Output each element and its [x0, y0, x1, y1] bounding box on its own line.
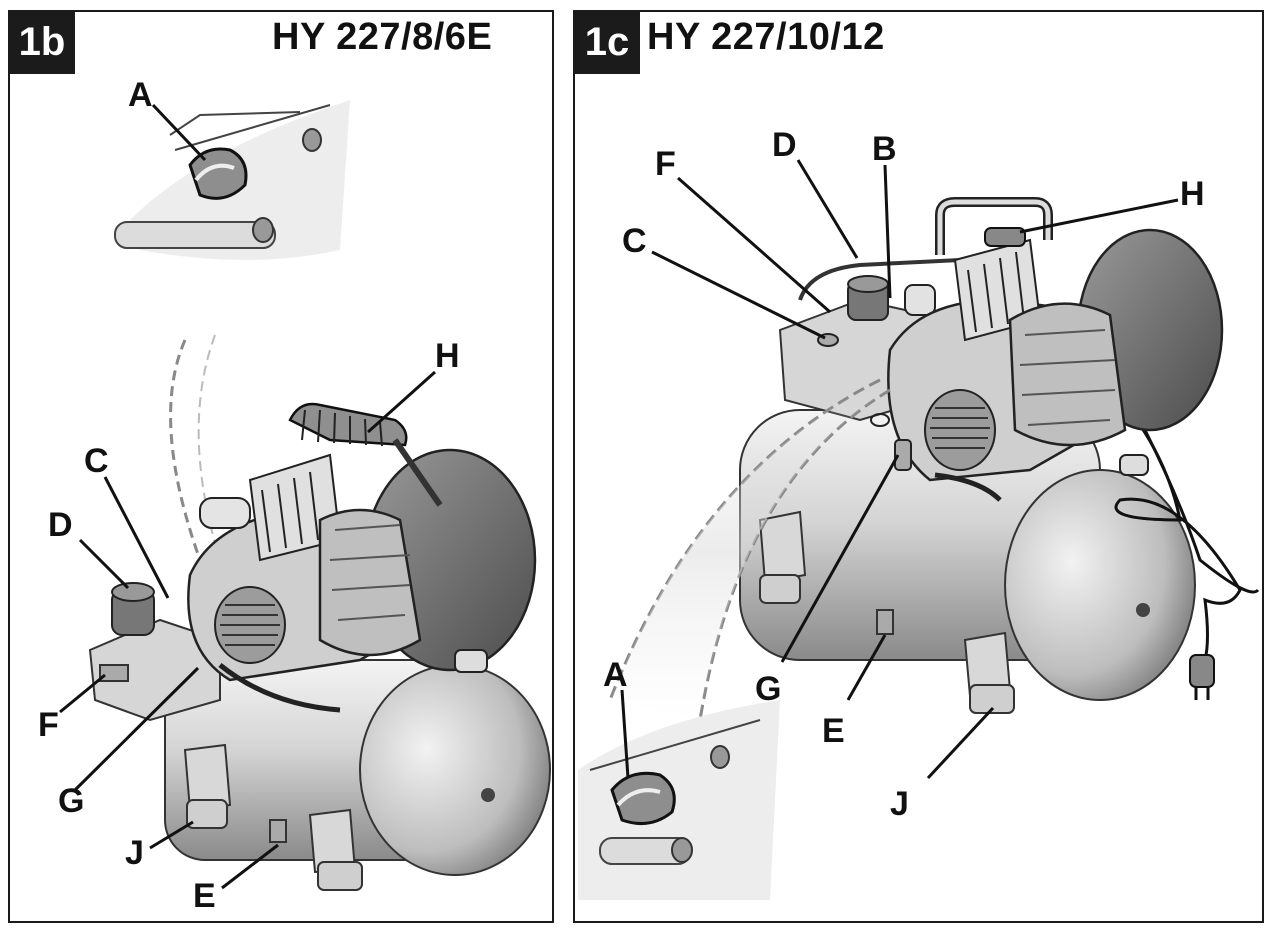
left-leader-lines	[59, 103, 437, 890]
callout-j: J	[890, 785, 909, 823]
left-air-tank	[164, 659, 551, 891]
figure-1c-badge: 1c	[574, 10, 640, 74]
left-safety-valve-inset	[114, 100, 350, 260]
callout-c: C	[84, 442, 109, 480]
callout-a: A	[128, 76, 153, 114]
callout-h: H	[1180, 175, 1205, 213]
callout-a: A	[603, 656, 628, 694]
right-leader-lines	[620, 159, 1179, 780]
right-pump-unit	[870, 197, 1224, 502]
callout-e: E	[822, 712, 845, 750]
callout-d: D	[48, 506, 73, 544]
callout-h: H	[435, 337, 460, 375]
left-pump-unit	[187, 402, 537, 713]
figure-1b-badge: 1b	[9, 10, 75, 74]
callout-d: D	[772, 126, 797, 164]
callout-b: B	[872, 130, 897, 168]
callout-c: C	[622, 222, 647, 260]
callout-f: F	[38, 706, 59, 744]
left-pressure-switch	[88, 582, 221, 722]
left-compressor-drawing	[59, 100, 551, 891]
callout-j: J	[125, 834, 144, 872]
callout-g: G	[58, 782, 84, 820]
figure-1b-model-title: HY 227/8/6E	[272, 16, 493, 58]
right-compressor-drawing	[578, 159, 1260, 900]
callout-f: F	[655, 145, 676, 183]
callout-e: E	[193, 877, 216, 915]
figure-1c-model-title: HY 227/10/12	[647, 16, 885, 58]
right-safety-valve-inset	[578, 700, 780, 900]
left-callout-labels: A C D F G H J E	[38, 76, 460, 915]
right-callout-labels: D B F H C G A E J	[603, 126, 1205, 823]
callout-g: G	[755, 670, 781, 708]
